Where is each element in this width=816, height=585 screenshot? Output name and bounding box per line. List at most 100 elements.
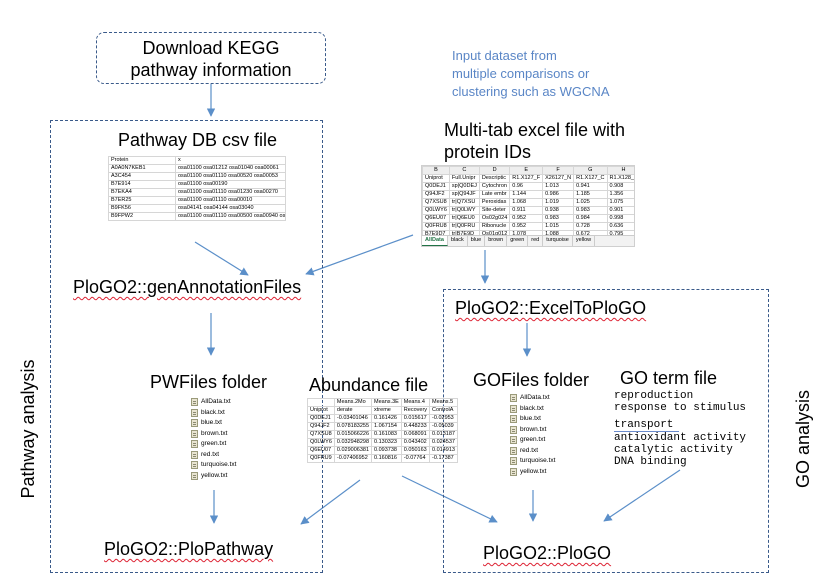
table-cell: 1.356 [606, 190, 634, 199]
table-cell: Q6EU07 [307, 446, 335, 455]
table-cell: 0.013187 [429, 430, 458, 439]
table-cell: -0.17387 [429, 454, 458, 463]
table-cell: Q0FRU8 [422, 222, 450, 231]
table-cell: osa01100 osa01110 osa01230 osa00270 [174, 188, 287, 197]
table-cell: 0.998 [606, 214, 634, 223]
table-cell: Uniprot [422, 174, 450, 183]
file-name: green.txt [520, 436, 546, 444]
sheet-tab[interactable]: AllData [422, 236, 448, 246]
table-cell: 1.019 [542, 198, 575, 207]
plogo-label: PloGO2::PloGO [483, 543, 612, 563]
sheet-tab[interactable]: black [448, 236, 468, 246]
file-item[interactable]: red.txt [191, 450, 236, 461]
sheet-tab[interactable]: red [528, 236, 544, 246]
plo-pathway-label: PloGO2::PloPathway [104, 539, 274, 559]
file-item[interactable]: blue.txt [191, 418, 236, 429]
file-item[interactable]: yellow.txt [510, 467, 555, 478]
table-cell: 0.161083 [371, 430, 402, 439]
table-cell: 0.911 [509, 206, 544, 215]
file-item[interactable]: yellow.txt [191, 471, 236, 482]
file-item[interactable]: red.txt [510, 446, 555, 457]
table-cell: osa04141 osa04144 osa03040 [174, 204, 287, 213]
file-name: AllData.txt [201, 398, 231, 406]
file-item[interactable]: AllData.txt [510, 393, 555, 404]
sheet-tab[interactable]: brown [485, 236, 508, 246]
sheet-tab[interactable]: green [507, 236, 529, 246]
file-name: AllData.txt [520, 394, 550, 402]
excel-to-plogo-label: PloGO2::ExcelToPloGO [455, 298, 647, 318]
sheet-tab[interactable]: blue [468, 236, 486, 246]
file-name: green.txt [201, 440, 227, 448]
table-cell: osa01100 osa00190 [174, 180, 287, 189]
table-cell: 0.983 [573, 206, 608, 215]
table-cell: 0.160816 [371, 454, 402, 463]
text-file-icon [510, 415, 517, 424]
table-cell: Q0LWY6 [307, 438, 335, 447]
table-cell: 0.032948298 [333, 438, 373, 447]
file-item[interactable]: black.txt [510, 404, 555, 415]
text-file-icon [510, 467, 517, 476]
file-item[interactable]: brown.txt [510, 425, 555, 436]
file-item[interactable]: turquoise.txt [191, 460, 236, 471]
sheet-tab[interactable]: turquoise [543, 236, 573, 246]
table-cell: 1.015 [542, 222, 575, 231]
text-file-icon [191, 419, 198, 428]
file-item[interactable]: brown.txt [191, 429, 236, 440]
table-cell: tr|Q7XSU [448, 198, 480, 207]
text-file-icon [191, 440, 198, 449]
table-cell: Full.Unipr [448, 174, 480, 183]
sheet-tab[interactable]: yellow [573, 236, 596, 246]
table-cell: D [478, 166, 511, 175]
file-name: yellow.txt [520, 467, 547, 475]
table-cell: osa01100 osa01110 osa00520 osa00053 [174, 172, 287, 181]
table-cell: B9FK56 [108, 204, 176, 213]
file-item[interactable]: AllData.txt [191, 397, 236, 408]
table-cell [307, 398, 335, 407]
table-cell: 0.986 [542, 190, 575, 199]
file-item[interactable]: black.txt [191, 408, 236, 419]
table-cell: B7EKA4 [108, 188, 176, 197]
file-item[interactable]: green.txt [510, 435, 555, 446]
table-cell: R1.X127_F [509, 174, 544, 183]
file-item[interactable]: green.txt [191, 439, 236, 450]
text-file-icon [191, 450, 198, 459]
file-name: yellow.txt [201, 471, 228, 479]
text-file-icon [510, 446, 517, 455]
table-cell: sp|Q94JF [448, 190, 480, 199]
file-name: brown.txt [201, 429, 228, 437]
excel-sheet: BCDEFGHIUniprotFull.UniprDescripticR1.X1… [421, 165, 635, 247]
table-cell: derate [333, 406, 373, 415]
table-cell: X26127_N [542, 174, 575, 183]
table-cell: 0.015617 [400, 414, 431, 423]
file-item[interactable]: turquoise.txt [510, 456, 555, 467]
table-cell: 0.984 [573, 214, 608, 223]
table-cell: tr|Q6EU0 [448, 214, 480, 223]
file-name: blue.txt [520, 415, 541, 423]
file-item[interactable]: blue.txt [510, 414, 555, 425]
table-cell: A0A0N7KEB1 [108, 164, 176, 173]
table-cell: 0.130323 [371, 438, 402, 447]
table-cell: 0.050163 [400, 446, 431, 455]
go-term-item: response to stimulus [614, 402, 747, 414]
text-file-icon [510, 425, 517, 434]
text-file-icon [191, 461, 198, 470]
arrow-abundance-to-plogo [401, 475, 498, 523]
file-name: blue.txt [201, 419, 222, 427]
arrow-goterm-to-plogo [603, 469, 681, 522]
